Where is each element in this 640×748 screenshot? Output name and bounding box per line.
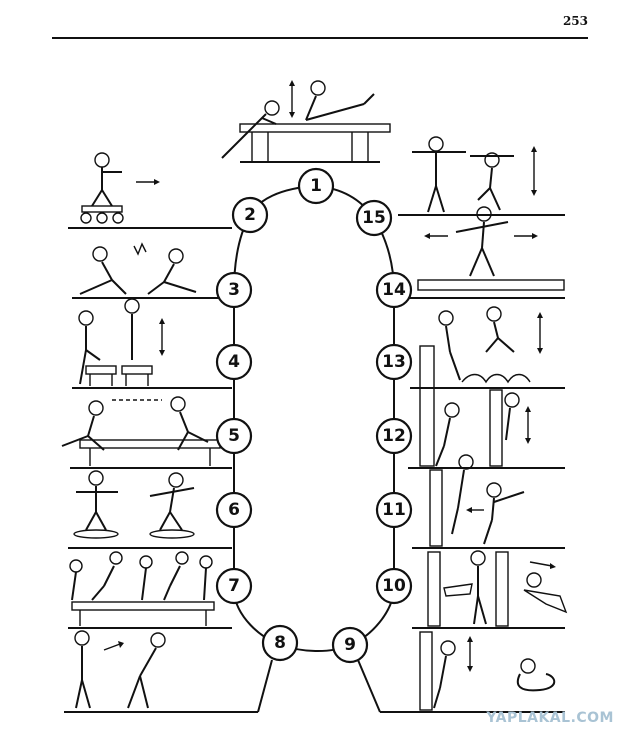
station-label: 9: [344, 635, 356, 655]
station-7-marker: 7: [215, 567, 253, 605]
station-label: 5: [228, 426, 240, 446]
station-3-marker: 3: [215, 271, 253, 309]
station-10-marker: 10: [375, 567, 413, 605]
station-1-marker: 1: [297, 167, 335, 205]
station-label: 3: [228, 280, 240, 300]
station-9-marker: 9: [331, 626, 369, 664]
page-number: 253: [562, 14, 588, 28]
station-label: 13: [382, 352, 406, 372]
station-label: 11: [382, 500, 406, 520]
station-4-marker: 4: [215, 343, 253, 381]
station-12-wall-climb: [435, 389, 531, 467]
station-8-partner-throws: [74, 630, 166, 709]
station-13-marker: 13: [375, 343, 413, 381]
station-14-balance-beam: [417, 206, 565, 291]
station-1-bench-exercise: [221, 80, 391, 163]
station-2-balance-board: [80, 152, 160, 224]
station-15-marker: 15: [355, 199, 393, 237]
station-12-marker: 12: [375, 417, 413, 455]
station-14-marker: 14: [375, 271, 413, 309]
station-5-bench-jumps: [61, 396, 221, 466]
station-7-bench-series: [69, 551, 215, 626]
station-11-marker: 11: [375, 491, 413, 529]
station-11-wall-reach: [429, 454, 525, 547]
station-label: 1: [310, 176, 322, 196]
station-markers: 1 2 3 4 5 6 7 8: [215, 167, 413, 664]
circuit-track: [233, 184, 395, 653]
station-label: 7: [228, 576, 240, 596]
station-3-lunges: [79, 242, 197, 295]
station-6-balance-discs: [73, 470, 195, 539]
station-5-marker: 5: [215, 417, 253, 455]
station-label: 8: [274, 633, 286, 653]
right-shelves: [357, 214, 565, 713]
station-label: 14: [382, 280, 406, 300]
station-8-marker: 8: [261, 624, 299, 662]
left-shelves: [64, 227, 273, 713]
station-13-wall-bars-squats: [419, 306, 543, 467]
station-label: 2: [244, 205, 256, 225]
station-label: 6: [228, 500, 240, 520]
watermark: YAPLAKAL.COM: [486, 710, 614, 726]
station-label: 10: [382, 576, 406, 596]
station-15-weight-squats: [412, 136, 537, 213]
station-2-marker: 2: [231, 196, 269, 234]
station-label: 15: [362, 208, 386, 228]
station-label: 4: [228, 352, 240, 372]
station-label: 12: [382, 426, 406, 446]
station-4-step-ups: [78, 298, 165, 386]
station-9-ball-exercise: [419, 631, 556, 711]
station-10-rack-exercise: [427, 550, 568, 627]
station-6-marker: 6: [215, 491, 253, 529]
